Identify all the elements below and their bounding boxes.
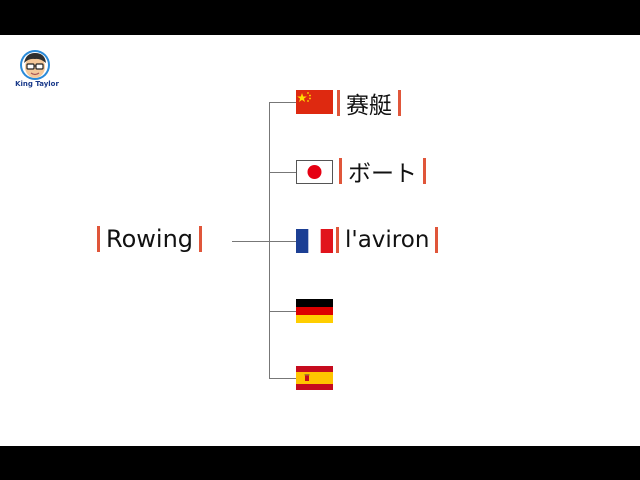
france-flag-icon [296,229,333,253]
accent-bar-right [199,226,203,252]
accent-bar-left [337,90,340,116]
accent-bar-left [97,226,100,252]
china-flag-icon [296,90,333,114]
accent-bar-right [398,90,401,116]
french-word: l'aviron [345,227,430,253]
logo-caption: King Taylor [15,80,59,88]
japan-flag-icon [296,160,333,184]
letterbox-bottom [0,446,640,480]
letterbox-top [0,0,640,35]
branch-line [269,311,296,312]
diagram-canvas: King Taylor Rowing [0,35,640,446]
chinese-word: 赛艇 [346,93,392,119]
germany-flag-icon [296,299,333,323]
accent-bar-left [339,158,342,184]
accent-bar-right [423,158,426,184]
tree-trunk-line [269,102,270,379]
branch-line [269,241,296,242]
branch-line [269,102,296,103]
root-label: Rowing [106,225,194,253]
branch-label-french: l'aviron [336,225,439,255]
accent-bar-left [336,227,339,253]
japanese-word: ボート [348,161,417,187]
branch-label-japanese: ボート [339,156,426,187]
avatar-logo-icon [20,50,50,80]
accent-bar-right [435,227,439,253]
logo: King Taylor [12,49,62,93]
root-connector-line [232,241,270,242]
spain-flag-icon [296,366,333,390]
root-node: Rowing [97,224,203,254]
branch-line [269,172,296,173]
branch-line [269,378,296,379]
branch-label-chinese: 赛艇 [337,88,401,119]
